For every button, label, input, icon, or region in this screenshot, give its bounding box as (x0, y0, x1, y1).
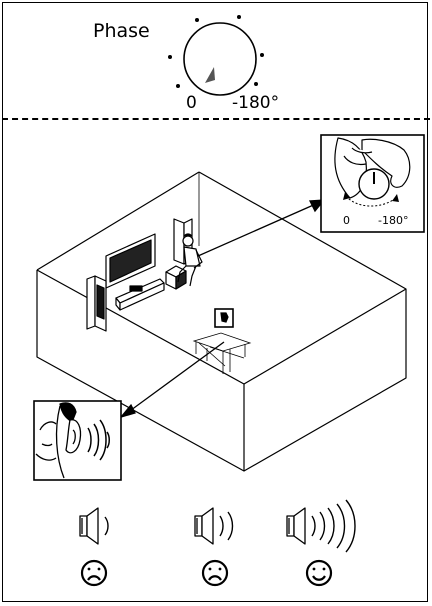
knob-scale-dots (168, 15, 264, 88)
sound-level-2 (194, 507, 234, 587)
happy-face-icon (305, 559, 333, 587)
speaker-icon (79, 507, 99, 545)
phase-max-label: -180° (232, 93, 280, 113)
diagram-frame (2, 2, 428, 602)
sound-waves-icon (219, 511, 234, 541)
sound-waves-icon (87, 419, 110, 461)
listener-head-icon (35, 402, 82, 479)
phase-title: Phase (93, 20, 150, 42)
sound-level-1 (79, 507, 109, 587)
subwoofer-icon (165, 218, 193, 290)
rotation-arrow (345, 195, 397, 207)
inset-max-label: -180° (378, 214, 409, 227)
tv-icon (105, 233, 165, 311)
phase-min-label: 0 (186, 93, 197, 113)
sound-level-3 (286, 499, 356, 587)
speaker-icon (194, 507, 214, 545)
inset-knob-icon (358, 168, 390, 200)
arrow-to-ear (119, 341, 225, 419)
sad-face-icon (201, 559, 229, 587)
speaker-icon (286, 507, 306, 545)
knob-indicator-icon (205, 67, 215, 83)
person-icon (177, 233, 203, 287)
inset-min-label: 0 (343, 214, 350, 227)
phase-knob[interactable] (183, 22, 257, 96)
section-divider (2, 118, 430, 120)
sad-face-icon (80, 559, 108, 587)
front-speaker-icon (86, 275, 107, 332)
room-box (36, 171, 407, 472)
remote-sub-icon (214, 308, 234, 328)
sound-waves-icon (104, 516, 109, 536)
sound-waves-icon (311, 499, 356, 553)
